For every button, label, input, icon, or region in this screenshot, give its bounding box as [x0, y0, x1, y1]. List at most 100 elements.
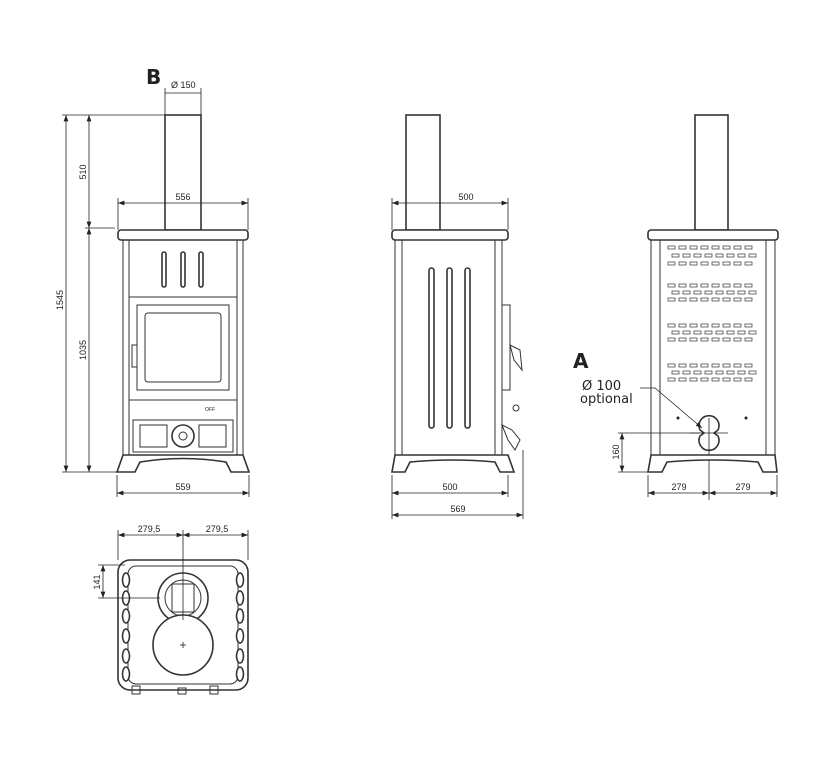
vent-slot: [744, 323, 753, 328]
vent-slot: [733, 297, 742, 302]
vent-slot: [744, 297, 753, 302]
vent-slot: [704, 253, 713, 258]
vent-slot: [726, 370, 735, 375]
vent-slot: [678, 283, 687, 288]
vent-slot: [748, 253, 757, 258]
vent-slot: [744, 377, 753, 382]
back-left-half-dim: 279: [671, 482, 686, 492]
vent-slot: [689, 323, 698, 328]
vent-slot: [689, 363, 698, 368]
vent-slot: [744, 363, 753, 368]
vent-slot: [715, 330, 724, 335]
vent-slot: [726, 290, 735, 295]
vent-slot: [693, 370, 702, 375]
vent-slot: [678, 337, 687, 342]
vent-slot: [667, 323, 676, 328]
vent-slot: [722, 261, 731, 266]
vent-slot: [693, 330, 702, 335]
vent-slot: [667, 297, 676, 302]
vent-slot: [700, 245, 709, 250]
marker-a: A: [573, 349, 589, 373]
side-total-depth-dim: 569: [450, 504, 465, 514]
side-tab: [235, 666, 245, 682]
vent-slot: [667, 261, 676, 266]
vent-slot: [689, 261, 698, 266]
vent-slot: [678, 297, 687, 302]
vent-slot: [737, 330, 746, 335]
vent-slot: [671, 253, 680, 258]
vent-slot: [726, 253, 735, 258]
vent-slot: [700, 363, 709, 368]
vent-slot: [737, 370, 746, 375]
vent-slot: [693, 253, 702, 258]
vent-slot: [722, 337, 731, 342]
vent-slot: [733, 363, 742, 368]
vent-slot: [700, 323, 709, 328]
side-tab: [121, 572, 131, 588]
vent-slot: [667, 283, 676, 288]
side-tab: [235, 590, 245, 606]
side-tab: [121, 648, 131, 664]
vent-slot: [667, 337, 676, 342]
vent-slot: [704, 290, 713, 295]
vent-slot: [722, 377, 731, 382]
vent-slot: [693, 290, 702, 295]
vent-slot: [671, 290, 680, 295]
front-off-label: OFF: [205, 407, 215, 413]
vent-slot: [722, 283, 731, 288]
vent-slot: [682, 290, 691, 295]
side-tab: [235, 608, 245, 624]
vent-slot: [748, 370, 757, 375]
vent-slot: [733, 245, 742, 250]
vent-slot: [700, 297, 709, 302]
vent-slot: [678, 261, 687, 266]
vent-slot: [722, 297, 731, 302]
vent-slot: [667, 377, 676, 382]
side-top-depth-dim: 500: [458, 192, 473, 202]
vent-slot: [748, 290, 757, 295]
vent-slot: [678, 363, 687, 368]
side-view: 500 500 569: [391, 114, 524, 519]
vent-slot: [722, 323, 731, 328]
vent-slot: [678, 377, 687, 382]
side-tab: [121, 628, 131, 644]
vent-slot: [704, 330, 713, 335]
vent-slot: [733, 377, 742, 382]
vent-slot: [737, 290, 746, 295]
vent-slot: [748, 330, 757, 335]
vent-slot: [715, 253, 724, 258]
vent-slot: [671, 370, 680, 375]
optional-diameter-label: Ø 100: [582, 379, 621, 394]
vent-slot: [671, 330, 680, 335]
vent-slot: [726, 330, 735, 335]
vent-slot: [689, 377, 698, 382]
top-view: 279,5 279,5 141: [92, 524, 249, 695]
vent-slot: [700, 283, 709, 288]
vent-slot: [704, 370, 713, 375]
vent-slot: [689, 245, 698, 250]
vent-slot: [733, 323, 742, 328]
vent-slot: [689, 297, 698, 302]
vent-slot: [667, 245, 676, 250]
vent-slot: [722, 245, 731, 250]
vent-slot: [744, 261, 753, 266]
top-left-half-dim: 279,5: [138, 524, 161, 534]
vent-slot: [711, 245, 720, 250]
side-base-depth-dim: 500: [442, 482, 457, 492]
top-right-half-dim: 279,5: [206, 524, 229, 534]
vent-slot: [733, 261, 742, 266]
vent-slot: [733, 283, 742, 288]
side-tab: [235, 628, 245, 644]
base-width-dim: 559: [175, 482, 190, 492]
vent-slot: [711, 297, 720, 302]
vent-slot: [715, 290, 724, 295]
flue-offset-dim: 141: [92, 574, 102, 589]
flue-height-dim: 510: [78, 164, 88, 179]
vent-slot: [667, 363, 676, 368]
vent-slot: [700, 337, 709, 342]
marker-b: B: [146, 65, 161, 89]
vent-slot: [689, 337, 698, 342]
side-tabs: [121, 572, 245, 682]
front-view: OFF Ø 150 B 1545 510 1035 556 559: [55, 65, 251, 497]
